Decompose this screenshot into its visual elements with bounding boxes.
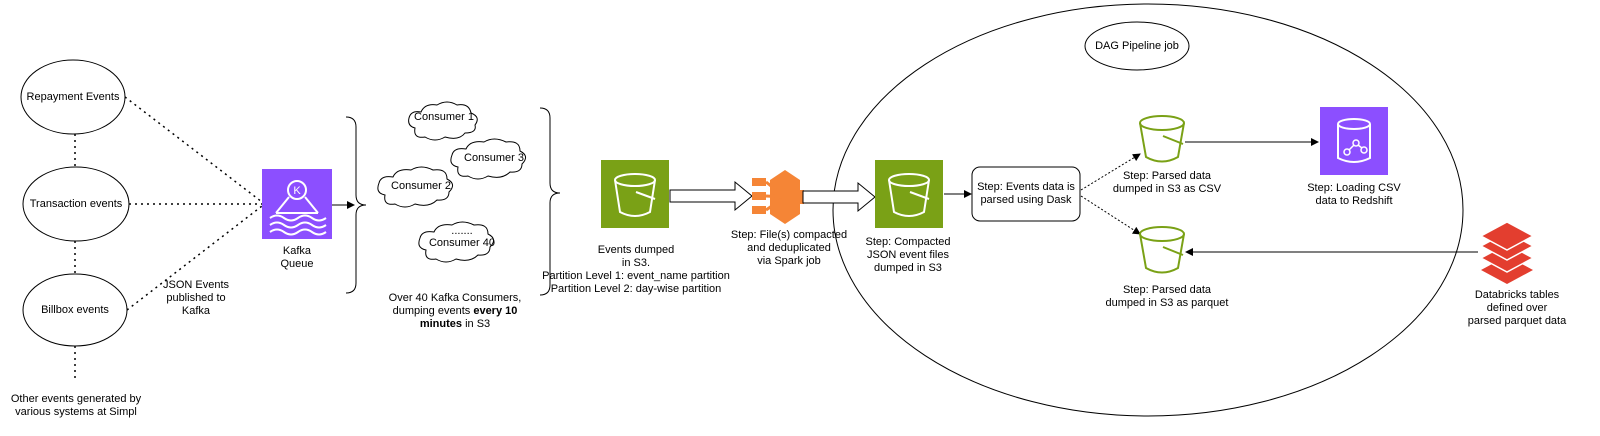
consumer-3-label: Consumer 3	[464, 152, 524, 164]
dag-title-node[interactable]	[1084, 21, 1190, 71]
consumer-3-cloud[interactable]	[450, 138, 526, 180]
dag-boundary	[832, 3, 1464, 417]
consumer-40-label: Consumer 40	[428, 237, 496, 249]
dag-title-label: DAG Pipeline job	[1095, 40, 1179, 52]
dotted-link	[124, 96, 263, 203]
consumer-40-cloud[interactable]	[418, 221, 494, 263]
consumer-2-label: Consumer 2	[391, 180, 451, 192]
transaction-events-label: Transaction events	[29, 198, 123, 210]
s3-raw-label: Events dumped in S3. Partition Level 1: …	[542, 244, 730, 295]
spark-step-label: Step: File(s) compacted and deduplicated…	[730, 229, 848, 267]
dask-step-box[interactable]	[971, 166, 1081, 222]
consumer-1-cloud[interactable]	[408, 101, 478, 141]
spark-icon[interactable]	[752, 170, 804, 224]
csv-step-label: Step: Parsed data dumped in S3 as CSV	[1112, 170, 1222, 195]
compacted-step-label: Step: Compacted JSON event files dumped …	[865, 236, 951, 274]
other-events-label: Other events generated by various system…	[10, 393, 142, 418]
s3-bucket-icon[interactable]	[1139, 226, 1185, 274]
json-events-label: JSON Events published to Kafka	[162, 279, 230, 317]
consumer-2-cloud[interactable]	[377, 166, 453, 208]
svg-text:K: K	[293, 185, 301, 197]
redshift-step-label: Step: Loading CSV data to Redshift	[1307, 182, 1401, 207]
s3-bucket-icon[interactable]	[1139, 115, 1185, 163]
repayment-events-label: Repayment Events	[26, 91, 120, 103]
s3-to-spark-arrow	[669, 180, 753, 212]
consumer-dots-label: .......	[451, 225, 473, 237]
dask-step-label: Step: Events data is parsed using Dask	[977, 181, 1075, 206]
spark-to-compacted-arrow	[802, 181, 876, 213]
databricks-label: Databricks tables defined over parsed pa…	[1467, 289, 1567, 327]
redshift-icon[interactable]	[1320, 107, 1388, 175]
databricks-icon[interactable]	[1479, 221, 1535, 284]
kafka-icon[interactable]: K	[262, 169, 332, 239]
parquet-step-label: Step: Parsed data dumped in S3 as parque…	[1105, 284, 1229, 309]
s3-bucket-icon[interactable]	[875, 160, 943, 228]
consumers-note: Over 40 Kafka Consumers, dumping events …	[388, 292, 522, 330]
dask-to-csv-arrow	[1080, 153, 1141, 191]
consumer-1-label: Consumer 1	[414, 111, 474, 123]
kafka-queue-label: Kafka Queue	[280, 245, 314, 270]
billbox-events-label: Billbox events	[41, 304, 109, 316]
consumers-right-brace	[539, 107, 561, 296]
dotted-link	[126, 205, 263, 311]
consumers-left-brace	[345, 116, 367, 294]
s3-bucket-icon[interactable]	[601, 160, 669, 228]
dask-to-parquet-arrow	[1080, 195, 1141, 235]
